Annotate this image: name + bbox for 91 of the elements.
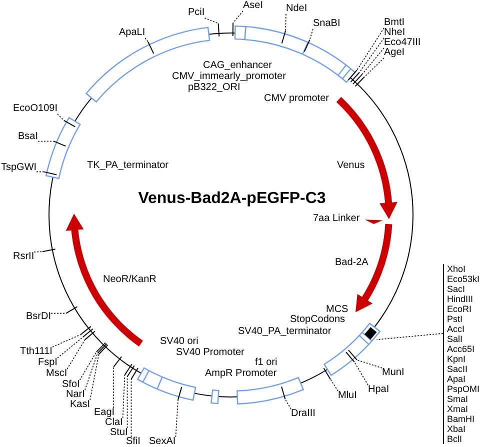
enzyme-label: BmtI: [384, 18, 405, 28]
enzyme-label: PstI: [447, 314, 464, 324]
enzyme-label: KasI: [70, 400, 90, 410]
feature-label: SV40 Promoter: [176, 348, 244, 358]
enzyme-label: SmaI: [447, 394, 470, 404]
enzyme-label: Eco47III: [384, 38, 421, 48]
leader-line: [57, 114, 64, 121]
leader-line: [376, 333, 444, 340]
site-block: [364, 327, 377, 340]
leader-line: [36, 171, 44, 172]
leader-line: [84, 352, 98, 390]
enzyme-label: PciI: [188, 8, 205, 18]
enzyme-label: KpnI: [447, 354, 467, 364]
enzyme-label: ApaI: [447, 374, 467, 384]
enzyme-label: PspOMI: [447, 384, 480, 394]
enzyme-list: [443, 264, 480, 444]
feature-label: Bad-2A: [335, 258, 368, 268]
feature-label: f1 ori: [255, 358, 278, 368]
enzyme-label: XhoI: [447, 264, 467, 274]
leader-line: [90, 354, 100, 400]
enzyme-label: MscI: [46, 369, 68, 379]
enzyme-label: SacI: [447, 284, 466, 294]
enzyme-label: EcoRI: [447, 304, 473, 314]
enzyme-label: HindIII: [447, 294, 474, 304]
leader-line: [50, 312, 66, 314]
leader-line: [232, 10, 244, 24]
feature-label: CMV_immearly_promoter: [172, 72, 286, 82]
enzyme-label: FspI: [38, 358, 58, 368]
leader-line: [126, 376, 128, 428]
leader-line: [330, 378, 338, 392]
enzyme-label: Tth111I: [20, 347, 52, 357]
feature-label: TK_PA_terminator: [87, 161, 169, 171]
enzyme-label: AccI: [447, 324, 466, 334]
enzyme-label: SfoI: [62, 380, 80, 390]
enzyme-label: NdeI: [286, 4, 308, 14]
enzyme-label: Eco53kI: [447, 274, 480, 284]
enzyme-label: SexAI: [149, 437, 176, 447]
leader-line: [52, 334, 82, 348]
enzyme-label: BsaI: [18, 132, 38, 142]
enzyme-label: BamHI: [447, 414, 476, 424]
feature-label: StopCodons: [290, 315, 346, 325]
enzyme-label: SalI: [447, 334, 464, 344]
feature-label: CMV promoter: [264, 94, 330, 104]
leader-line: [113, 366, 114, 408]
enzyme-label: AgeI: [384, 48, 405, 58]
leader-line: [284, 398, 292, 410]
enzyme-label: NarI: [66, 390, 85, 400]
leader-line: [130, 378, 132, 438]
enzyme-label: EcoO109I: [13, 104, 58, 114]
feature-label: MCS: [326, 305, 348, 315]
enzyme-label: RsrII: [13, 252, 34, 262]
enzyme-label: StuI: [110, 428, 128, 438]
enzyme-label: EagI: [94, 408, 115, 418]
feature-label: pB322_ORI: [188, 83, 240, 93]
leader-line: [356, 360, 382, 368]
leader-line: [359, 38, 384, 73]
feature-label: AmpR Promoter: [205, 369, 277, 379]
leader-line: [66, 339, 86, 370]
leader-line: [356, 28, 384, 70]
enzyme-label: NheI: [384, 28, 406, 38]
enzyme-label: XmaI: [447, 404, 470, 414]
enzyme-label: MunI: [382, 368, 404, 378]
enzyme-label: Acc65I: [447, 344, 476, 354]
leader-line: [38, 140, 54, 142]
enzyme-label: BclI: [447, 434, 464, 444]
leader-line: [57, 336, 84, 358]
enzyme-label: AseI: [243, 1, 264, 11]
feature-label: NeoR/KanR: [103, 275, 156, 285]
enzyme-label: SacII: [447, 364, 469, 374]
leader-line: [364, 58, 384, 78]
leader-line: [122, 374, 126, 418]
enzyme-label: HpaI: [368, 385, 390, 395]
leader-line: [362, 48, 384, 75]
leader-line: [204, 18, 219, 24]
enzyme-label: BsrDI: [26, 312, 51, 322]
feature-label: CAG_enhancer: [203, 61, 272, 71]
enzyme-label: SfiI: [126, 437, 140, 447]
feature-label: SV40_PA_terminator: [238, 327, 332, 337]
feature-label: 7aa Linker: [313, 214, 360, 224]
leader-line: [175, 399, 178, 438]
enzyme-label: TspGWI: [1, 163, 37, 173]
map-title: Venus-Bad2A-pEGFP-C3: [138, 189, 326, 209]
enzyme-label: DraIII: [291, 409, 316, 419]
feature-label: Venus: [337, 161, 365, 171]
enzyme-label: XbaI: [447, 424, 467, 434]
enzyme-label: MluI: [338, 391, 357, 401]
enzyme-label: ClaI: [105, 418, 123, 428]
leader-line: [34, 251, 43, 252]
leader-line: [79, 352, 97, 380]
leader-line: [354, 362, 368, 386]
feature-label: SV40 ori: [160, 337, 198, 347]
